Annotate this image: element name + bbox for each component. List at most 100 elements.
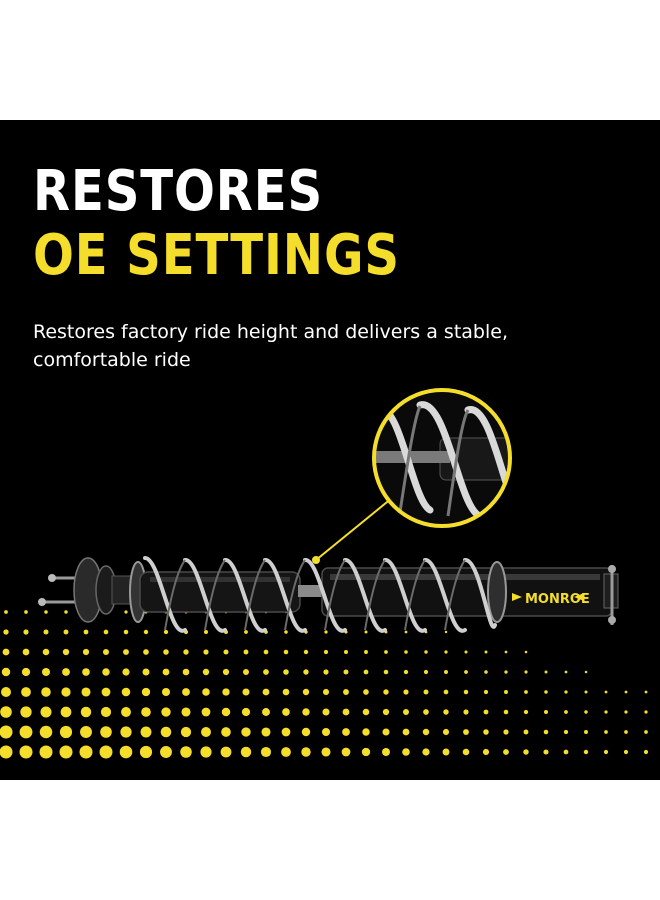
halftone-dot — [423, 669, 429, 675]
halftone-dot — [544, 670, 548, 674]
halftone-dot — [102, 648, 110, 656]
halftone-dot — [563, 749, 569, 755]
halftone-dot — [483, 689, 489, 695]
halftone-dot — [101, 687, 111, 697]
halftone-dot — [162, 668, 170, 676]
halftone-dot — [44, 610, 48, 614]
halftone-dot — [143, 649, 149, 655]
halftone-dot — [60, 706, 72, 718]
halftone-dot — [624, 690, 628, 694]
halftone-dot — [142, 668, 150, 676]
halftone-dot — [0, 706, 12, 718]
halftone-dot — [624, 710, 628, 714]
halftone-dot — [121, 707, 131, 717]
halftone-dot — [321, 747, 331, 757]
halftone-dot — [39, 725, 53, 739]
halftone-dot — [163, 649, 169, 655]
halftone-dot — [543, 709, 549, 715]
halftone-dot — [324, 630, 328, 634]
halftone-dot — [1, 687, 11, 697]
halftone-dot — [141, 687, 151, 697]
halftone-dot — [504, 650, 508, 654]
halftone-dot — [523, 749, 529, 755]
halftone-dot — [19, 725, 33, 739]
halftone-dot — [243, 669, 249, 675]
halftone-dot — [99, 745, 113, 759]
halftone-dot — [283, 649, 289, 655]
halftone-dot-pattern — [0, 610, 649, 759]
halftone-dot — [222, 688, 230, 696]
halftone-dot — [543, 749, 549, 755]
promo-banner: RESTORES OE SETTINGS Restores factory ri… — [0, 120, 660, 780]
halftone-dot — [82, 648, 90, 656]
halftone-dot — [79, 745, 93, 759]
strut-assembly-image — [38, 556, 619, 633]
halftone-dot — [364, 630, 368, 634]
halftone-dot — [342, 728, 350, 736]
halftone-dot — [180, 726, 192, 738]
halftone-dot — [301, 747, 311, 757]
halftone-dot — [161, 687, 171, 697]
halftone-dot — [363, 669, 369, 675]
halftone-dot — [103, 629, 109, 635]
halftone-dot — [584, 690, 588, 694]
halftone-dot — [382, 748, 390, 756]
halftone-dot — [362, 708, 370, 716]
halftone-dot — [504, 670, 508, 674]
halftone-dot — [140, 726, 152, 738]
halftone-dot — [119, 745, 133, 759]
halftone-dot — [284, 630, 288, 634]
halftone-dot — [202, 688, 210, 696]
halftone-dot — [262, 688, 270, 696]
halftone-dot — [442, 748, 450, 756]
halftone-dot — [203, 649, 209, 655]
halftone-dot — [303, 649, 309, 655]
halftone-dot — [403, 669, 409, 675]
halftone-dot — [21, 667, 31, 677]
halftone-dot — [524, 690, 528, 694]
halftone-dot — [40, 706, 52, 718]
halftone-dot — [100, 706, 112, 718]
halftone-dot — [282, 688, 290, 696]
halftone-dot — [383, 669, 389, 675]
halftone-dot — [343, 689, 349, 695]
halftone-dot — [281, 747, 291, 757]
halftone-dot — [343, 649, 349, 655]
halftone-dot — [644, 730, 648, 734]
halftone-dot — [59, 745, 73, 759]
halftone-dot — [584, 670, 588, 674]
halftone-dot — [242, 688, 250, 696]
halftone-dot — [222, 668, 230, 676]
halftone-dot — [604, 730, 608, 734]
halftone-dot — [64, 610, 68, 614]
halftone-dot — [2, 648, 10, 656]
halftone-dot — [120, 726, 132, 738]
halftone-dot — [283, 669, 289, 675]
halftone-dot — [322, 708, 330, 716]
halftone-dot — [503, 729, 509, 735]
halftone-dot — [463, 689, 469, 695]
halftone-dot — [624, 730, 628, 734]
halftone-dot — [23, 629, 29, 635]
halftone-dot — [584, 730, 588, 734]
halftone-dot — [423, 689, 429, 695]
halftone-dot — [0, 745, 13, 759]
halftone-dot — [41, 687, 51, 697]
halftone-dot — [382, 708, 390, 716]
halftone-dot — [81, 687, 91, 697]
headline-line-1: RESTORES — [33, 159, 324, 224]
brand-logo-decal: MONROE — [512, 592, 590, 607]
halftone-dot — [203, 629, 209, 635]
halftone-dot — [403, 689, 409, 695]
halftone-dot — [200, 746, 212, 758]
halftone-dot — [123, 649, 129, 655]
headline: RESTORES OE SETTINGS — [33, 160, 400, 288]
halftone-dot — [80, 706, 92, 718]
halftone-dot — [182, 668, 190, 676]
halftone-dot — [3, 629, 9, 635]
halftone-dot — [442, 728, 450, 736]
halftone-dot — [603, 749, 609, 755]
halftone-dot — [643, 749, 649, 755]
halftone-dot — [644, 710, 648, 714]
halftone-dot — [163, 629, 169, 635]
